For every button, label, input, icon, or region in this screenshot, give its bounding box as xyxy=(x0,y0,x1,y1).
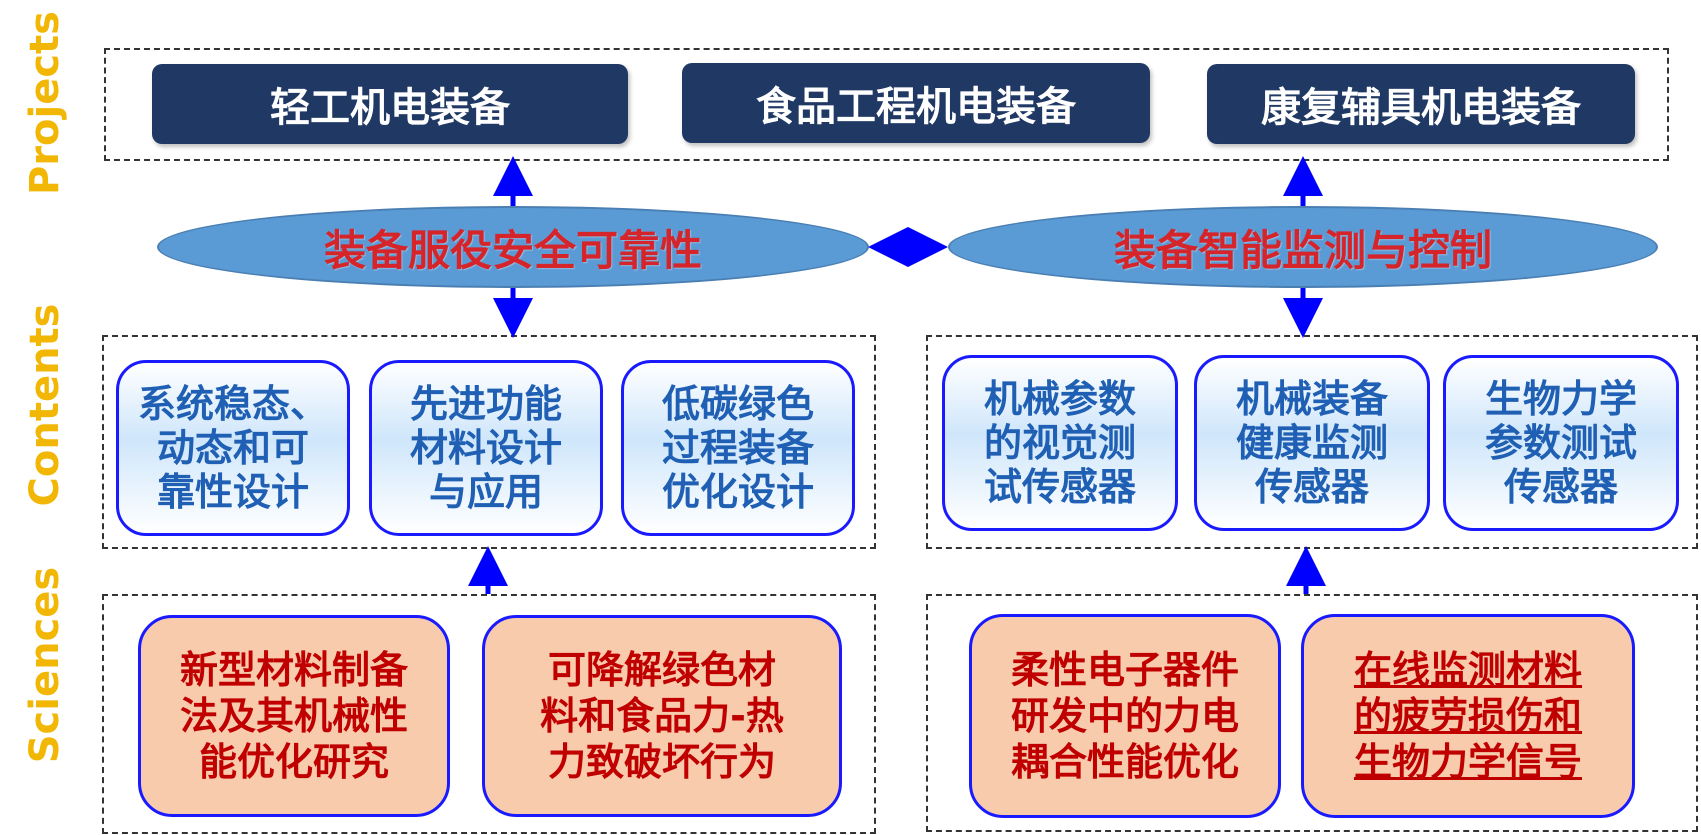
theme-intelligent-monitoring: 装备智能监测与控制 xyxy=(948,206,1658,288)
science-new-materials: 新型材料制备 法及其机械性 能优化研究 xyxy=(138,615,450,817)
content-health-monitoring-sensor: 机械装备 健康监测 传感器 xyxy=(1194,355,1430,531)
content-system-stability-design: 系统稳态、 动态和可 靠性设计 xyxy=(116,360,350,536)
science-flexible-electronics: 柔性电子器件 研发中的力电 耦合性能优化 xyxy=(969,614,1281,818)
sciences-left-frame xyxy=(102,594,876,834)
content-biomechanics-sensor: 生物力学 参数测试 传感器 xyxy=(1443,355,1679,531)
project-food-engineering: 食品工程机电装备 xyxy=(682,63,1150,143)
content-visual-sensor: 机械参数 的视觉测 试传感器 xyxy=(942,355,1178,531)
science-degradable-materials: 可降解绿色材 料和食品力-热 力致破坏行为 xyxy=(482,615,842,817)
projects-frame xyxy=(104,48,1669,161)
sciences-right-frame xyxy=(926,594,1698,832)
content-functional-materials: 先进功能 材料设计 与应用 xyxy=(369,360,603,536)
content-low-carbon-process: 低碳绿色 过程装备 优化设计 xyxy=(621,360,855,536)
science-online-monitoring: 在线监测材料 的疲劳损伤和 生物力学信号 xyxy=(1301,614,1635,818)
project-rehab-devices: 康复辅具机电装备 xyxy=(1207,64,1635,144)
project-light-industry: 轻工机电装备 xyxy=(152,64,628,144)
